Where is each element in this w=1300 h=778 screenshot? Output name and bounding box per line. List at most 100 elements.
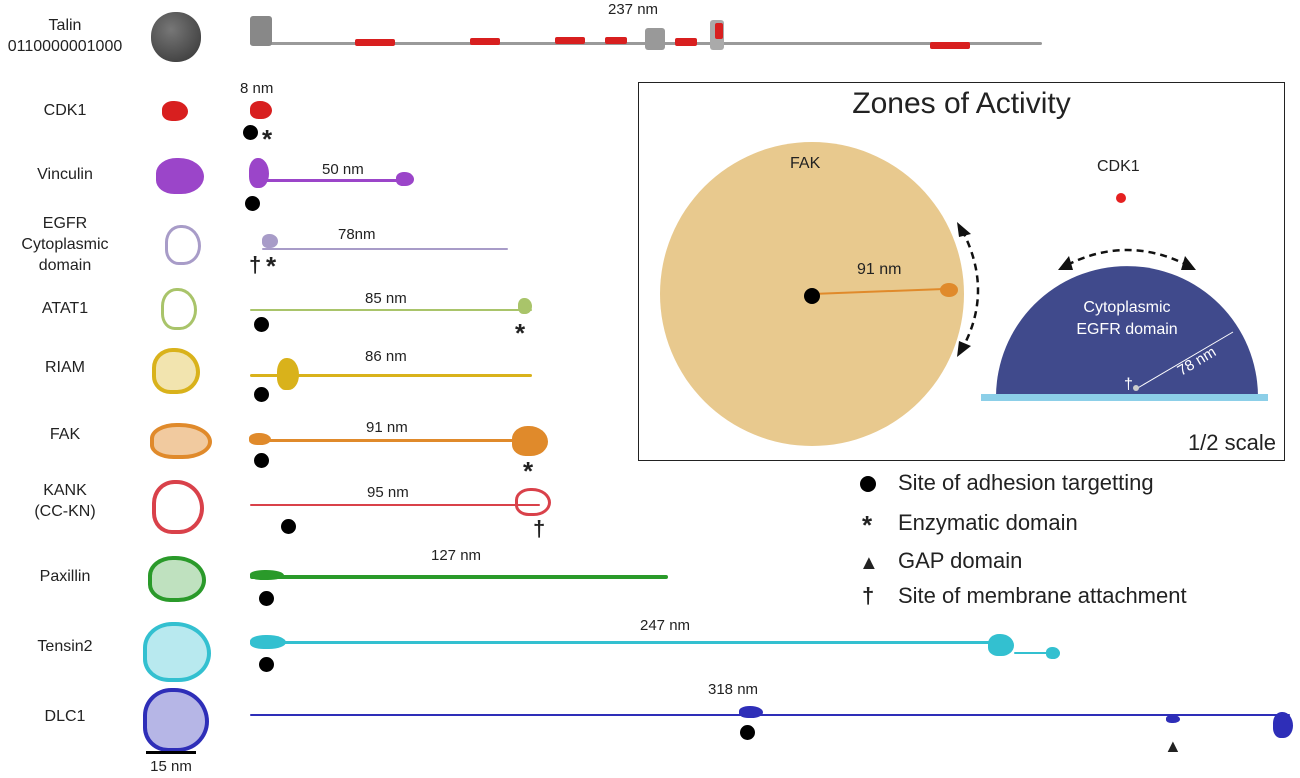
talin-compact-structure xyxy=(151,12,201,62)
vinculin-tail xyxy=(396,172,414,186)
legend-enzymatic-label: Enzymatic domain xyxy=(898,510,1078,535)
arrowhead xyxy=(957,341,971,357)
tensin2-tail-domain xyxy=(1046,647,1060,659)
enzymatic-domain-marker: * xyxy=(523,456,534,486)
paxillin-head xyxy=(250,570,284,580)
fak-length-label: 91 nm xyxy=(366,419,408,436)
enzymatic-domain-marker: * xyxy=(266,251,277,281)
vinculin-compact-structure xyxy=(156,158,204,194)
row-name-vinculin: Vinculin xyxy=(37,166,93,183)
tensin2-compact-structure xyxy=(143,622,211,682)
kank-length-label: 95 nm xyxy=(367,484,409,501)
talin-red-domain xyxy=(675,38,697,46)
atat1-domain xyxy=(518,298,532,314)
dlc1-compact-structure xyxy=(143,688,209,752)
dlc1-length-label: 318 nm xyxy=(708,681,759,698)
cdk1-compact-structure xyxy=(162,101,188,121)
egfr-extended-chain xyxy=(262,248,508,250)
talin-domain-block xyxy=(250,16,272,46)
arrowhead xyxy=(1058,256,1073,270)
adhesion-site-marker xyxy=(281,519,296,534)
fak-chain-domain xyxy=(940,283,958,297)
row-name-kank: KANK (CC-KN) xyxy=(34,482,96,520)
scale-bar xyxy=(146,751,196,754)
egfr-head xyxy=(262,234,278,248)
egfr-chain xyxy=(1135,331,1234,390)
kank-compact-structure xyxy=(152,480,204,534)
row-name-fak: FAK xyxy=(49,426,81,443)
talin-length-label: 237 nm xyxy=(608,1,659,18)
cdk1-length-label: 8 nm xyxy=(240,80,274,97)
row-name-talin: Talin 0110000001000 xyxy=(7,17,123,55)
adhesion-site-marker xyxy=(254,453,269,468)
membrane-attachment-marker: † xyxy=(249,252,262,277)
legend-adhesion-label: Site of adhesion targetting xyxy=(898,470,1154,495)
talin-red-domain xyxy=(355,39,395,46)
legend-triangle-icon: ▲ xyxy=(859,552,879,574)
adhesion-site-marker xyxy=(259,657,274,672)
atat1-compact-structure xyxy=(161,288,197,330)
enzymatic-domain-marker: * xyxy=(262,124,273,154)
vinculin-head xyxy=(249,158,269,188)
cdk1-extended-structure xyxy=(250,101,272,119)
enzymatic-domain-marker: * xyxy=(515,318,526,348)
fak-compact-structure xyxy=(150,423,212,459)
tensin2-tail-chain xyxy=(1014,652,1060,654)
adhesion-site-marker xyxy=(243,125,258,140)
adhesion-site-marker xyxy=(245,196,260,211)
arrowhead xyxy=(1181,256,1196,270)
adhesion-site-marker xyxy=(254,317,269,332)
vinculin-extended-chain xyxy=(258,179,410,182)
scale-note: 1/2 scale xyxy=(1187,430,1276,455)
talin-red-domain xyxy=(555,37,585,44)
riam-length-label: 86 nm xyxy=(365,348,407,365)
row-name-atat1: ATAT1 xyxy=(41,300,89,317)
fak-chain xyxy=(811,288,945,295)
talin-red-domain xyxy=(605,37,627,44)
paxillin-length-label: 127 nm xyxy=(431,547,482,564)
legend-asterisk-icon: * xyxy=(862,510,873,540)
row-name-egfr: EGFR Cytoplasmic domain xyxy=(21,215,109,274)
adhesion-site-marker xyxy=(804,288,820,304)
membrane-line xyxy=(981,394,1268,401)
zones-of-activity-panel: Zones of Activity FAK 91 nm CDK1 Cytopla… xyxy=(638,82,1285,461)
paxillin-compact-structure xyxy=(148,556,206,602)
zones-title: Zones of Activity xyxy=(852,87,1071,120)
riam-head xyxy=(277,358,299,390)
atat1-extended-chain xyxy=(250,309,532,311)
membrane-attachment-marker: † xyxy=(1124,376,1133,393)
kank-extended-chain xyxy=(250,504,540,506)
egfr-compact-structure xyxy=(165,225,201,265)
tensin2-domain xyxy=(988,634,1014,656)
dlc1-extended-chain xyxy=(250,714,1290,716)
adhesion-site-marker xyxy=(254,387,269,402)
row-name-riam: RIAM xyxy=(45,359,85,376)
legend-membrane-label: Site of membrane attachment xyxy=(898,583,1187,608)
paxillin-extended-chain xyxy=(250,575,668,579)
tensin2-head xyxy=(250,635,286,649)
gap-domain-marker: ▲ xyxy=(1164,736,1182,756)
dlc1-gap-domain xyxy=(1166,715,1180,723)
egfr-anchor-domain xyxy=(1133,385,1139,391)
row-name-paxillin: Paxillin xyxy=(39,568,91,585)
membrane-attachment-marker: † xyxy=(533,516,546,541)
riam-compact-structure xyxy=(152,348,200,394)
fak-extended-chain xyxy=(250,439,540,442)
kank-domain xyxy=(515,488,551,516)
row-name-cdk1: CDK1 xyxy=(43,102,87,119)
riam-extended-chain xyxy=(250,374,532,377)
cdk1-zone-dot xyxy=(1116,193,1126,203)
zones-diagram xyxy=(660,142,1268,446)
vinculin-length-label: 50 nm xyxy=(322,161,364,178)
tensin2-length-label: 247 nm xyxy=(640,617,691,634)
talin-red-domain xyxy=(715,23,723,39)
talin-red-domain xyxy=(930,42,970,49)
dlc1-domain xyxy=(739,706,763,718)
fak-rotation-arrow xyxy=(960,229,980,350)
legend-gap-label: GAP domain xyxy=(898,548,1023,573)
egfr-rotation-arrow xyxy=(1066,248,1188,267)
cdk1-zone-label: CDK1 xyxy=(1097,158,1140,175)
row-name-tensin2: Tensin2 xyxy=(37,638,93,655)
adhesion-site-marker xyxy=(259,591,274,606)
tensin2-extended-chain xyxy=(250,641,1010,644)
